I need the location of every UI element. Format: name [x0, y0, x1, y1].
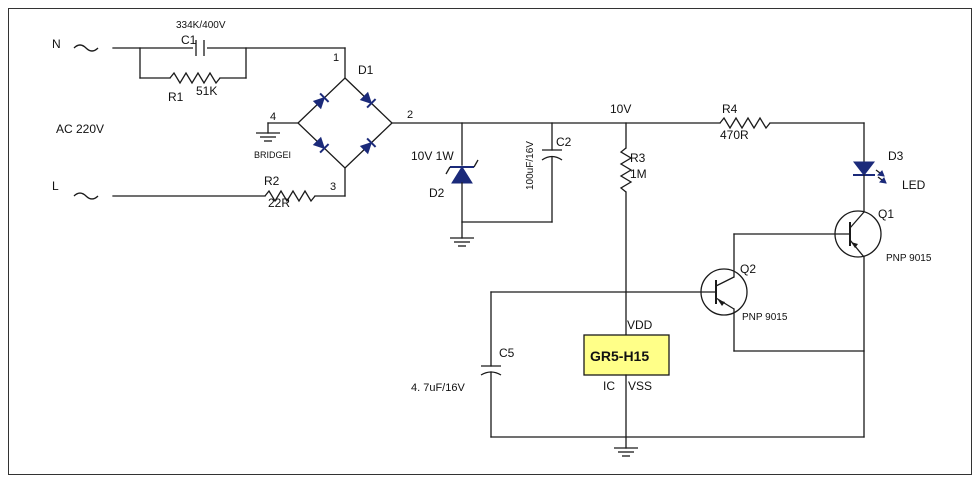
label-c1-name: C1 [181, 33, 197, 47]
label-vdd: VDD [627, 318, 653, 332]
transistor-q1 [733, 210, 882, 438]
label-r3-name: R3 [630, 151, 646, 165]
bridge-ground [256, 122, 299, 142]
label-ic: IC [603, 379, 615, 393]
label-r1-value: 51K [196, 84, 217, 98]
zener-d2 [445, 122, 553, 247]
label-pin4: 4 [270, 111, 276, 123]
ic-body [583, 334, 670, 376]
label-c1-value: 334K/400V [176, 20, 226, 31]
label-led: LED [902, 178, 926, 192]
c1-r1-network [139, 40, 247, 85]
frame-border [8, 8, 972, 475]
label-vss: VSS [628, 379, 652, 393]
label-ic-name: GR5-H15 [590, 348, 649, 364]
label-d2-name: D2 [429, 186, 445, 200]
label-d3: D3 [888, 149, 904, 163]
r4-resistor [719, 116, 771, 130]
label-r4-value: 470R [720, 128, 749, 142]
label-q1-name: Q1 [878, 207, 894, 221]
label-r1-name: R1 [168, 90, 184, 104]
label-pin1: 1 [333, 52, 339, 64]
label-c2-name: C2 [556, 135, 572, 149]
label-c5-value: 4. 7uF/16V [411, 382, 465, 394]
label-ac: AC 220V [56, 122, 104, 136]
label-n: N [52, 37, 61, 51]
label-pin2: 2 [407, 109, 413, 121]
l-terminal [73, 167, 346, 203]
label-r3-value: 1M [630, 167, 647, 181]
r3-resistor [619, 122, 633, 336]
n-terminal [73, 44, 346, 52]
capacitor-c2 [541, 122, 563, 223]
led-d3 [852, 122, 887, 213]
label-q2-type: PNP 9015 [742, 312, 788, 323]
label-r2-name: R2 [264, 174, 280, 188]
label-d2-value: 10V 1W [411, 149, 454, 163]
ic-gr5-h15 [583, 334, 670, 457]
label-rail-10v: 10V [610, 102, 631, 116]
transistor-q2 [490, 268, 865, 352]
label-r2-value: 22R [268, 196, 290, 210]
label-q2-name: Q2 [740, 262, 756, 276]
capacitor-c5 [480, 291, 865, 438]
label-d1: D1 [358, 63, 374, 77]
bridge-rectifier [297, 77, 393, 169]
label-pin3: 3 [330, 181, 336, 193]
label-r4-name: R4 [722, 102, 738, 116]
label-c5-name: C5 [499, 346, 515, 360]
label-q1-type: PNP 9015 [886, 253, 932, 264]
label-c2-value: 100uF/16V [525, 141, 536, 190]
label-l: L [52, 179, 59, 193]
label-bridge: BRIDGEI [254, 150, 291, 160]
